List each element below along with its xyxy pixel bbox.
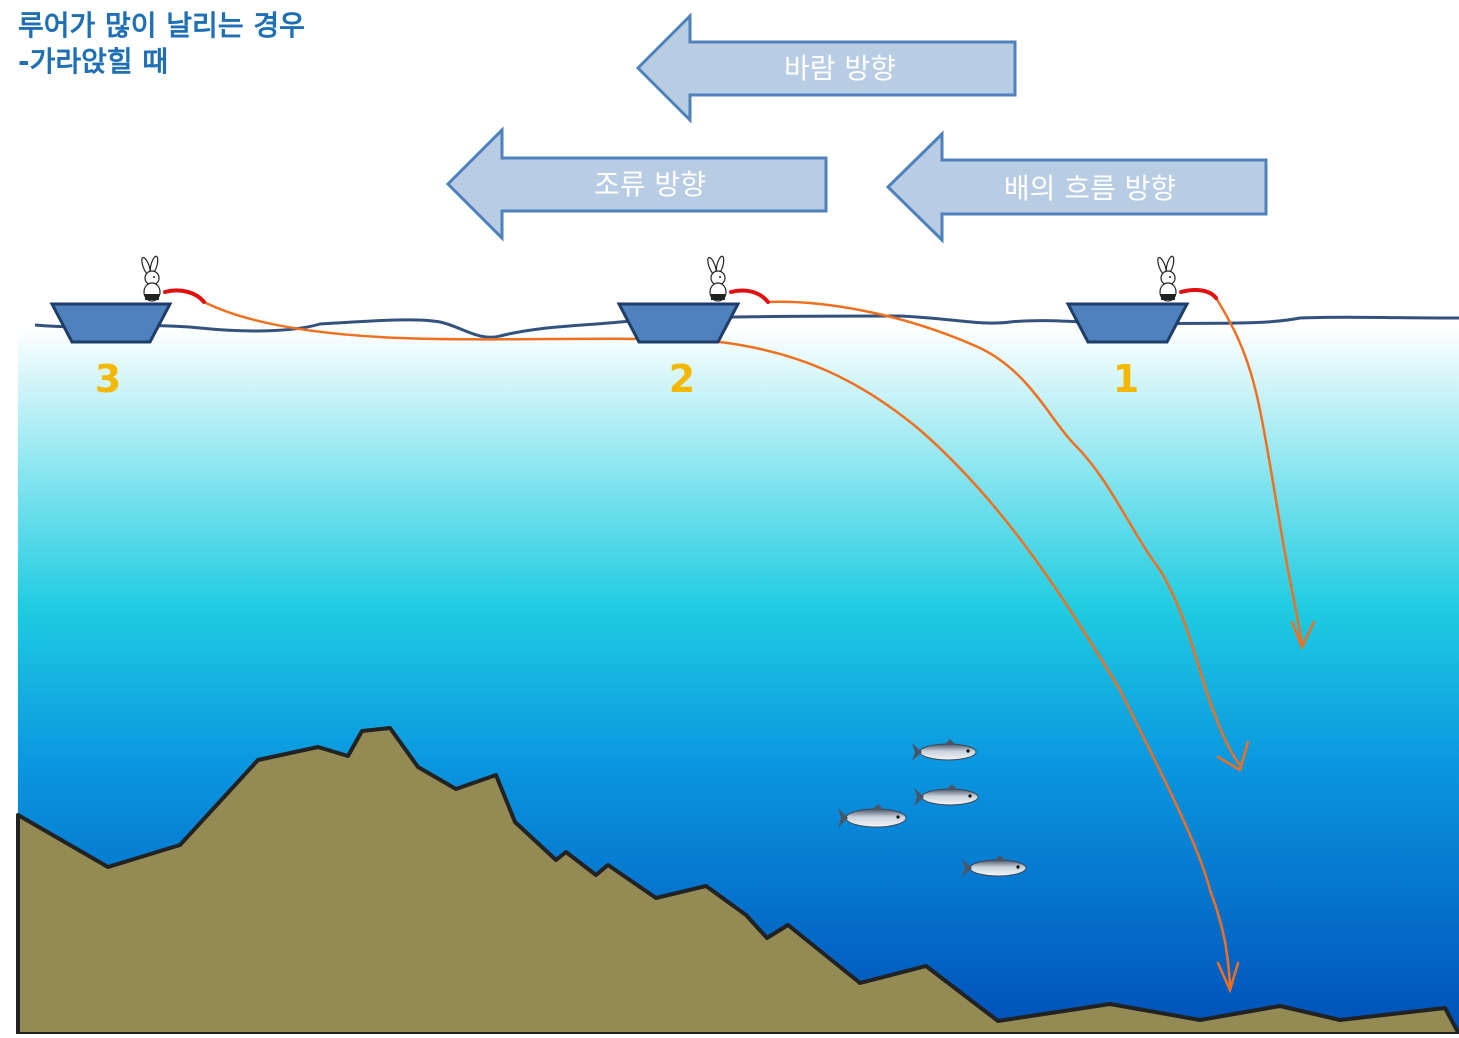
tide-direction-arrow: 조류 방향 — [445, 126, 828, 242]
rabbit-angler-icon — [707, 255, 727, 302]
boat-3: 3 — [49, 255, 206, 401]
title-line-1: 루어가 많이 날리는 경우 — [18, 9, 305, 42]
boat-drift-direction-label: 배의 흐름 방향 — [1004, 172, 1176, 205]
rabbit-angler-icon — [141, 255, 161, 302]
fishing-lines — [202, 296, 1316, 994]
fishing-rod — [163, 288, 206, 304]
line-boat-2-arrowhead — [1216, 740, 1250, 772]
title-line-2: -가라앉힐 때 — [18, 45, 169, 78]
fish-icon — [914, 784, 979, 806]
rabbit-angler-icon — [1157, 255, 1177, 302]
wind-direction-label: 바람 방향 — [784, 52, 896, 85]
boat-2: 2 — [616, 255, 770, 401]
boat-number-3: 3 — [95, 357, 121, 401]
fish-icon — [838, 804, 907, 828]
tide-direction-label: 조류 방향 — [594, 168, 706, 201]
fish-school — [838, 739, 1027, 877]
diagram-title: 루어가 많이 날리는 경우 -가라앉힐 때 — [18, 8, 305, 80]
fishing-rod — [729, 288, 770, 304]
line-boat-3-arrowhead — [1216, 961, 1240, 994]
boat-hull — [1065, 302, 1190, 344]
boat-number-1: 1 — [1113, 357, 1139, 401]
boat-hull — [616, 302, 741, 344]
boat-1: 1 — [1065, 255, 1218, 401]
boat-drift-direction-arrow: 배의 흐름 방향 — [885, 130, 1268, 244]
fishing-rod — [1179, 288, 1218, 300]
line-boat-1 — [1214, 296, 1304, 647]
boat-number-2: 2 — [669, 357, 695, 401]
fish-icon — [912, 739, 977, 761]
wind-direction-arrow: 바람 방향 — [635, 12, 1017, 124]
line-boat-2 — [766, 300, 1242, 767]
line-boat-1-arrowhead — [1290, 620, 1316, 651]
line-boat-3 — [202, 300, 1232, 987]
boat-hull — [49, 302, 173, 344]
fish-icon — [962, 855, 1027, 877]
seabed — [16, 726, 1459, 1036]
